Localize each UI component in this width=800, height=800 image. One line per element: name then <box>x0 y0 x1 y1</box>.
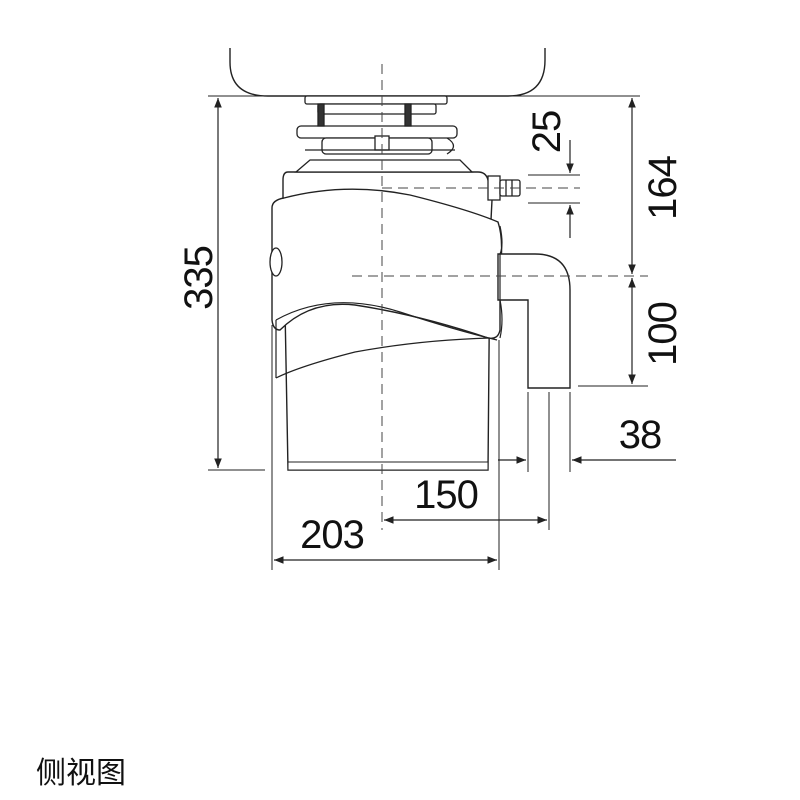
housing-shell-lower-band <box>275 302 498 341</box>
sink-flange <box>296 95 458 155</box>
dim-label-38: 38 <box>619 413 662 457</box>
view-caption: 侧视图 <box>36 756 126 791</box>
dim-label-25: 25 <box>525 111 569 154</box>
reset-button <box>269 247 283 277</box>
dim-label-203: 203 <box>300 513 364 557</box>
housing-shell-band <box>271 188 503 340</box>
discharge-elbow-pipe <box>497 253 571 389</box>
body-collar <box>294 159 474 173</box>
housing-shell-lower-edge <box>275 337 491 379</box>
dim-label-164: 164 <box>641 155 685 219</box>
dim-label-100: 100 <box>641 302 685 366</box>
sink-bowl-outline <box>229 48 546 97</box>
dim-label-335: 335 <box>177 246 221 310</box>
outlet-flange <box>499 225 503 339</box>
dim-label-150: 150 <box>414 473 478 517</box>
body-base <box>287 461 489 471</box>
